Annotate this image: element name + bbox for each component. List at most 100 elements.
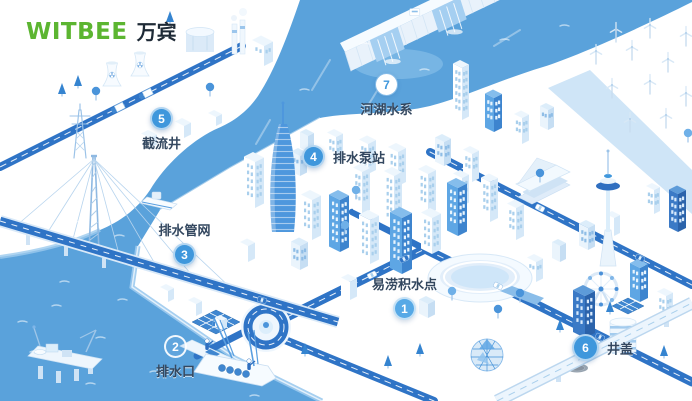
wind-turbine — [643, 17, 657, 39]
wave — [59, 280, 70, 283]
wind-turbine — [589, 43, 603, 65]
wave — [17, 320, 28, 323]
wave — [149, 370, 160, 373]
flow-streak — [311, 59, 331, 91]
wave — [114, 234, 125, 237]
container — [205, 349, 220, 357]
flow-streak — [493, 29, 521, 47]
building — [630, 259, 648, 302]
wave — [359, 42, 370, 45]
tree — [166, 11, 174, 25]
building — [514, 110, 529, 144]
tree — [447, 286, 457, 301]
car — [493, 281, 503, 291]
electricity-pylon — [69, 103, 91, 159]
marker-2-label: 排水口 — [155, 364, 196, 379]
building — [240, 238, 255, 262]
marker-1-pin[interactable]: 1 — [393, 297, 416, 320]
marker-4-label: 排水泵站 — [333, 150, 386, 165]
car — [367, 270, 377, 280]
logo: WITBEE 万宾 — [26, 16, 177, 45]
dredger-boat — [193, 317, 277, 387]
marker-flood-point[interactable]: 1 易涝积水点 — [372, 277, 437, 320]
wave — [117, 298, 128, 301]
marker-7-label: 河湖水系 — [360, 102, 413, 117]
boats — [27, 191, 277, 387]
river-edge-foam — [159, 117, 321, 211]
marker-6-pin[interactable]: 6 — [572, 334, 599, 361]
tree — [493, 304, 503, 319]
building — [579, 220, 595, 250]
wave — [499, 38, 510, 41]
wind-turbine — [679, 85, 692, 107]
storage-tank — [185, 27, 215, 52]
building — [421, 208, 441, 254]
marker-river-system[interactable]: 7 河湖水系 — [360, 73, 413, 117]
wind-turbine — [659, 107, 673, 129]
marker-interception-well[interactable]: 5 截流井 — [142, 107, 181, 151]
building — [419, 296, 435, 318]
building — [359, 135, 376, 174]
wind-turbine — [661, 51, 675, 73]
marker-5-label: 截流井 — [141, 136, 182, 151]
worker — [204, 338, 214, 350]
trees — [58, 11, 692, 369]
building — [646, 183, 660, 214]
tree — [74, 75, 82, 89]
marker-3-pin[interactable]: 3 — [173, 243, 196, 266]
building — [301, 190, 321, 240]
building — [485, 89, 502, 132]
flow-streak — [255, 119, 271, 145]
building — [175, 118, 191, 138]
marker-2-pin[interactable]: 2 — [164, 335, 187, 358]
building — [447, 178, 467, 236]
tree — [58, 83, 66, 97]
truck — [110, 101, 126, 114]
car — [257, 296, 267, 304]
marker-3-label: 排水管网 — [158, 223, 211, 238]
tree — [340, 220, 350, 235]
car — [595, 332, 605, 342]
tree — [384, 355, 392, 369]
building — [481, 173, 498, 222]
building — [669, 185, 686, 232]
museum — [515, 157, 571, 205]
worker — [246, 358, 256, 370]
skyscraper — [270, 101, 296, 232]
building — [453, 60, 469, 120]
tree — [660, 345, 668, 359]
logo-brand-cn: 万宾 — [136, 22, 177, 44]
stadium — [427, 253, 544, 305]
wind-turbine — [679, 25, 692, 47]
tree — [515, 288, 525, 303]
marker-5-pin[interactable]: 5 — [150, 107, 173, 130]
building — [359, 210, 379, 264]
tree — [91, 86, 101, 101]
tree — [416, 343, 424, 357]
marker-drain-outlet[interactable]: 2 排水口 — [156, 335, 195, 379]
marker-manhole[interactable]: 6 井盖 — [572, 334, 633, 361]
wind-turbine — [605, 77, 619, 99]
tree — [301, 343, 309, 357]
marker-pipe-network[interactable]: 3 排水管网 — [158, 223, 211, 266]
building — [463, 146, 479, 182]
building — [291, 237, 308, 270]
tree — [606, 301, 614, 315]
tv-tower — [596, 149, 620, 267]
truck — [138, 87, 154, 100]
wind-turbine — [625, 39, 639, 61]
wave — [95, 336, 106, 339]
wave — [559, 24, 570, 27]
marker-4-pin[interactable]: 4 — [302, 145, 325, 168]
wave — [85, 382, 96, 385]
cable-bridge — [0, 154, 340, 328]
building — [418, 165, 436, 214]
car — [399, 254, 409, 264]
marker-pump-station[interactable]: 4 排水泵站 — [302, 145, 385, 168]
marker-7-pin[interactable]: 7 — [375, 73, 398, 96]
building — [341, 274, 357, 300]
tree — [351, 185, 361, 200]
tree — [535, 168, 545, 183]
